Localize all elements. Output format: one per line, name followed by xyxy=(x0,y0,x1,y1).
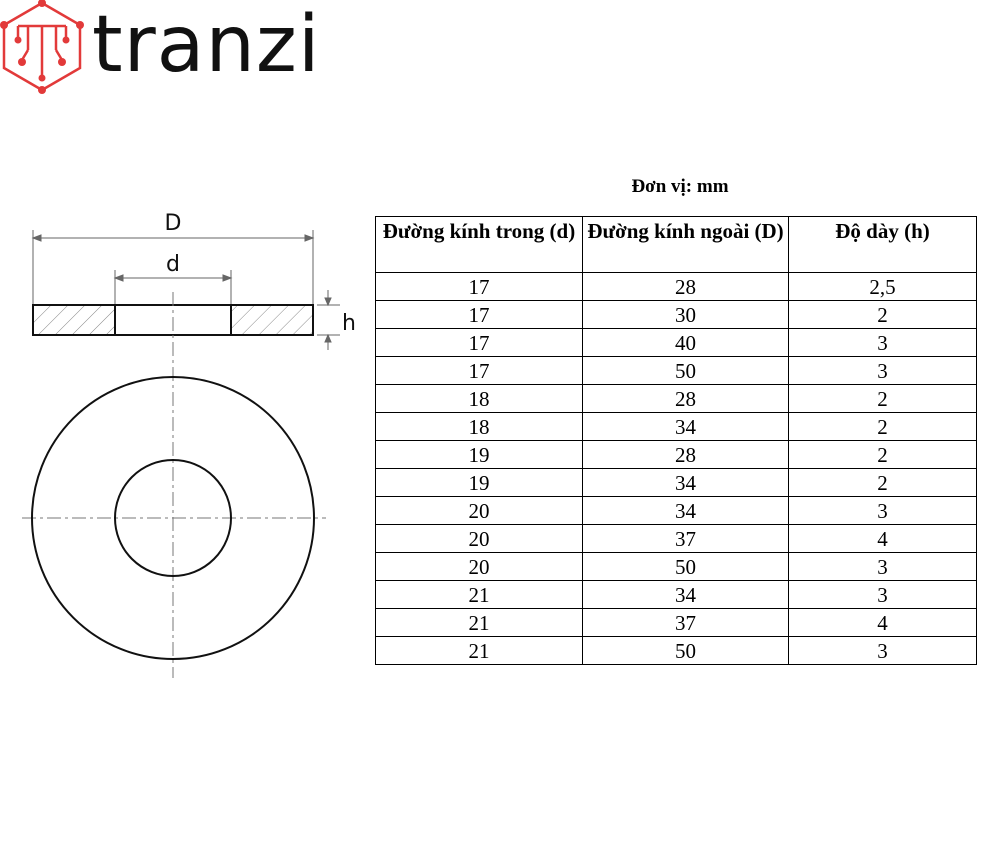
inner-diameter-cell: 21 xyxy=(375,636,583,665)
table-header-row: Đường kính trong (d) Đường kính ngoài (D… xyxy=(375,216,977,273)
outer-diameter-cell: 34 xyxy=(582,468,789,497)
inner-diameter-dimension xyxy=(113,270,233,304)
thickness-cell: 3 xyxy=(788,552,977,581)
outer-diameter-cell: 28 xyxy=(582,272,789,301)
thickness-cell: 2 xyxy=(788,300,977,329)
outer-diameter-dimension xyxy=(31,230,315,304)
label-D: D xyxy=(165,211,182,236)
brand-logo: tranzi xyxy=(0,0,330,100)
thickness-cell: 2 xyxy=(788,384,977,413)
outer-diameter-cell: 40 xyxy=(582,328,789,357)
brand-name: tranzi xyxy=(92,0,321,90)
unit-label: Đơn vị: mm xyxy=(631,176,729,197)
thickness-cell: 2 xyxy=(788,468,977,497)
header-inner-diameter: Đường kính trong (d) xyxy=(375,216,583,273)
thickness-cell: 2 xyxy=(788,440,977,469)
label-d: d xyxy=(166,252,180,277)
inner-diameter-cell: 17 xyxy=(375,328,583,357)
thickness-cell: 3 xyxy=(788,496,977,525)
outer-diameter-cell: 34 xyxy=(582,580,789,609)
thickness-dimension xyxy=(317,290,340,350)
outer-diameter-cell: 50 xyxy=(582,636,789,665)
inner-diameter-cell: 17 xyxy=(375,356,583,385)
inner-diameter-cell: 21 xyxy=(375,608,583,637)
thickness-cell: 2,5 xyxy=(788,272,977,301)
thickness-cell: 3 xyxy=(788,356,977,385)
header-thickness: Độ dày (h) xyxy=(788,216,977,273)
inner-diameter-cell: 18 xyxy=(375,412,583,441)
inner-diameter-cell: 20 xyxy=(375,496,583,525)
thickness-cell: 4 xyxy=(788,608,977,637)
outer-diameter-cell: 34 xyxy=(582,412,789,441)
outer-diameter-cell: 30 xyxy=(582,300,789,329)
outer-diameter-cell: 50 xyxy=(582,356,789,385)
outer-diameter-cell: 50 xyxy=(582,552,789,581)
outer-diameter-cell: 37 xyxy=(582,524,789,553)
thickness-cell: 3 xyxy=(788,328,977,357)
tranzi-logo-icon xyxy=(0,0,84,94)
washer-drawing: D d h xyxy=(22,211,356,678)
inner-circle xyxy=(114,459,232,577)
outer-circle xyxy=(31,376,315,660)
centerlines xyxy=(22,292,326,678)
inner-diameter-cell: 21 xyxy=(375,580,583,609)
thickness-cell: 2 xyxy=(788,412,977,441)
outer-diameter-cell: 28 xyxy=(582,440,789,469)
inner-diameter-cell: 17 xyxy=(375,300,583,329)
inner-diameter-cell: 19 xyxy=(375,440,583,469)
inner-diameter-cell: 20 xyxy=(375,524,583,553)
inner-diameter-cell: 20 xyxy=(375,552,583,581)
outer-diameter-cell: 34 xyxy=(582,496,789,525)
outer-diameter-cell: 37 xyxy=(582,608,789,637)
thickness-cell: 3 xyxy=(788,636,977,665)
outer-diameter-cell: 28 xyxy=(582,384,789,413)
thickness-cell: 4 xyxy=(788,524,977,553)
header-outer-diameter: Đường kính ngoài (D) xyxy=(582,216,789,273)
spec-table: Đường kính trong (d) Đường kính ngoài (D… xyxy=(375,216,977,665)
inner-diameter-cell: 19 xyxy=(375,468,583,497)
cross-section xyxy=(32,304,314,336)
thickness-cell: 3 xyxy=(788,580,977,609)
label-h: h xyxy=(342,311,356,336)
inner-diameter-cell: 18 xyxy=(375,384,583,413)
inner-diameter-cell: 17 xyxy=(375,272,583,301)
